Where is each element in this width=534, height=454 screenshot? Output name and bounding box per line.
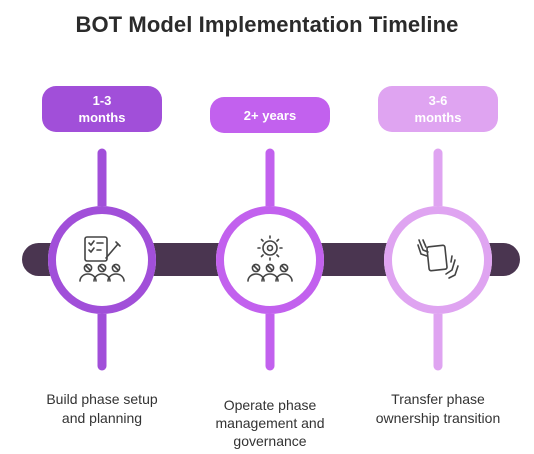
phase-transfer-duration-line2: months [415,110,462,125]
phase-operate-caption-line3: governance [233,433,306,449]
phase-transfer-duration-line1: 3-6 [429,93,448,108]
phase-operate-duration-pill [210,97,330,133]
gear-team-icon [247,235,293,282]
phase-build-node [48,206,156,314]
phase-build: 1-3 months Build phase setup and plannin… [42,86,162,426]
diagram-title: BOT Model Implementation Timeline [75,12,459,37]
phase-build-caption-line2: and planning [62,410,142,426]
handover-document-icon [417,239,459,279]
phase-build-duration-line1: 1-3 [93,93,112,108]
phase-operate: 2+ years Operate phase management and go [210,97,330,449]
phase-operate-caption-line2: management and [216,415,325,431]
phase-transfer: 3-6 months Transfer phase ownership tran… [376,86,501,426]
phase-build-duration-pill [42,86,162,132]
checklist-team-icon [79,236,125,282]
phase-operate-caption-line1: Operate phase [224,397,317,413]
phase-operate-duration-line1: 2+ years [244,108,296,123]
phase-build-duration-line2: months [79,110,126,125]
phase-transfer-caption-line2: ownership transition [376,410,501,426]
phase-transfer-node [384,206,492,314]
phase-build-caption-line1: Build phase setup [46,391,158,407]
phase-transfer-caption-line1: Transfer phase [391,391,485,407]
phase-transfer-duration-pill [378,86,498,132]
